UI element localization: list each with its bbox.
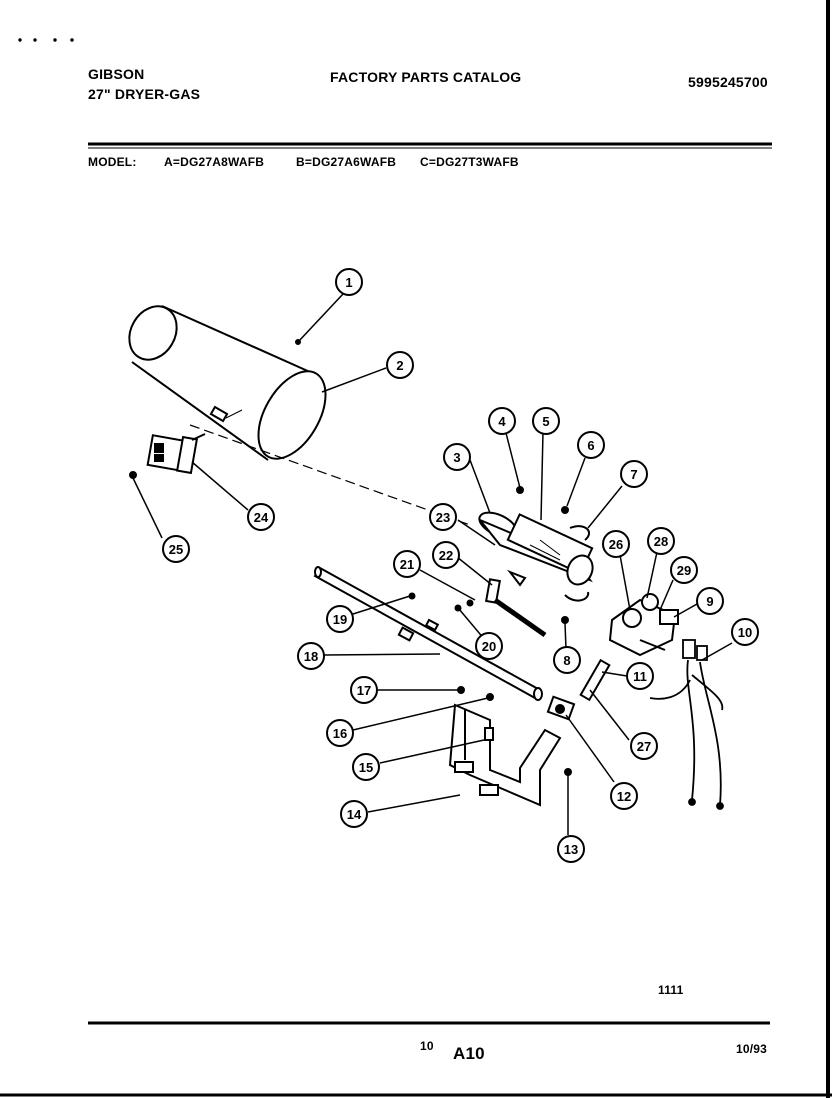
catalog-title: FACTORY PARTS CATALOG: [330, 69, 522, 85]
callout-17: 17: [350, 676, 378, 704]
model-b: B=DG27A6WAFB: [296, 155, 397, 169]
callout-8-label: 8: [563, 653, 570, 668]
callout-18: 18: [297, 642, 325, 670]
callout-20-label: 20: [482, 639, 496, 654]
model-label: MODEL:: [88, 155, 137, 169]
callout-26-label: 26: [609, 537, 623, 552]
callout-22: 22: [432, 541, 460, 569]
gas-supply-pipe: [313, 566, 543, 701]
callout-21-label: 21: [400, 557, 414, 572]
callout-1-label: 1: [345, 275, 352, 290]
callout-19: 19: [326, 605, 354, 633]
callout-15-label: 15: [359, 760, 373, 775]
callout-4: 4: [488, 407, 516, 435]
callout-7-label: 7: [630, 467, 637, 482]
callout-23-label: 23: [436, 510, 450, 525]
callout-20: 20: [475, 632, 503, 660]
callout-11-label: 11: [633, 669, 647, 684]
product-name: 27" DRYER-GAS: [88, 86, 201, 102]
callout-4-label: 4: [498, 414, 506, 429]
alignment-line: [189, 424, 471, 526]
callout-17-label: 17: [357, 683, 371, 698]
callout-18-label: 18: [304, 649, 318, 664]
callout-9: 9: [696, 587, 724, 615]
figure-code: A10: [453, 1044, 485, 1063]
brand-name: GIBSON: [88, 66, 145, 82]
callout-10-label: 10: [738, 625, 752, 640]
illustration-code: 1111: [658, 983, 684, 997]
callout-5: 5: [532, 407, 560, 435]
callout-21: 21: [393, 550, 421, 578]
leader-lines: [132, 293, 733, 835]
callouts: 1 2 3 4 5 6 7 8 9 10 11 12 13 14 15 16 1…: [162, 268, 759, 863]
callout-26: 26: [602, 530, 630, 558]
callout-29-label: 29: [677, 563, 691, 578]
model-a: A=DG27A8WAFB: [164, 155, 265, 169]
callout-16: 16: [326, 719, 354, 747]
callout-22-label: 22: [439, 548, 453, 563]
callout-14: 14: [340, 800, 368, 828]
callout-25-label: 25: [169, 542, 183, 557]
callout-3-label: 3: [453, 450, 460, 465]
callout-11: 11: [626, 662, 654, 690]
callout-6-label: 6: [587, 438, 594, 453]
callout-7: 7: [620, 460, 648, 488]
callout-19-label: 19: [333, 612, 347, 627]
callout-15: 15: [352, 753, 380, 781]
callout-28: 28: [647, 527, 675, 555]
callout-3: 3: [443, 443, 471, 471]
callout-8: 8: [553, 646, 581, 674]
wire-harness: [649, 639, 724, 810]
callout-28-label: 28: [654, 534, 668, 549]
header-rules: [88, 142, 772, 149]
manifold-tube: [579, 658, 611, 702]
callout-6: 6: [577, 431, 605, 459]
callout-13-label: 13: [564, 842, 578, 857]
callout-2-label: 2: [396, 358, 403, 373]
callout-27-label: 27: [637, 739, 651, 754]
catalog-part-number: 5995245700: [688, 74, 768, 90]
callout-27: 27: [630, 732, 658, 760]
callout-9-label: 9: [706, 594, 713, 609]
callout-13: 13: [557, 835, 585, 863]
callout-1: 1: [335, 268, 363, 296]
drum: [125, 305, 327, 461]
callout-2: 2: [386, 351, 414, 379]
page-number: 10: [420, 1039, 434, 1053]
revision-date: 10/93: [736, 1042, 768, 1056]
burner-assembly: [478, 486, 594, 624]
callout-5-label: 5: [542, 414, 549, 429]
flame-sensor-bracket: [129, 433, 206, 479]
tube-clip: [546, 695, 576, 721]
callout-29: 29: [670, 556, 698, 584]
burner-mounting-bracket: [448, 686, 572, 807]
callout-16-label: 16: [333, 726, 347, 741]
callout-12-label: 12: [617, 789, 631, 804]
callout-24-label: 24: [254, 510, 269, 525]
igniter: [408, 569, 547, 638]
model-c: C=DG27T3WAFB: [420, 155, 519, 169]
callout-24: 24: [247, 503, 275, 531]
callout-10: 10: [731, 618, 759, 646]
callout-14-label: 14: [347, 807, 362, 822]
callout-12: 12: [610, 782, 638, 810]
gas-valve: [608, 593, 679, 657]
callout-25: 25: [162, 535, 190, 563]
callout-23: 23: [429, 503, 457, 531]
